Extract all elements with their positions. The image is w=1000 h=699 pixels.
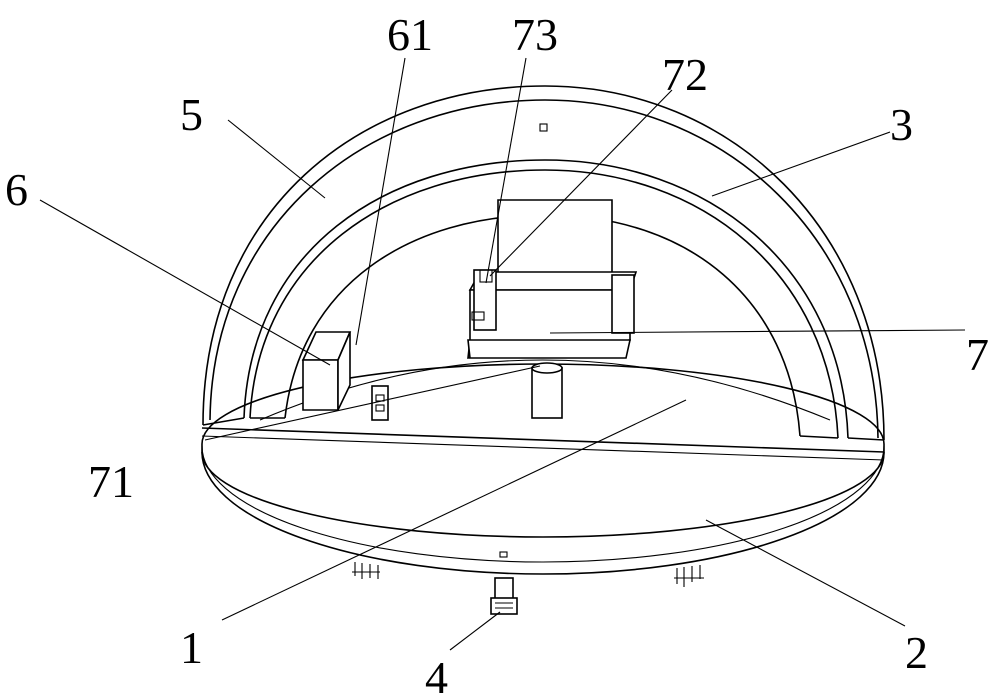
seat-7: [467, 199, 638, 359]
column: [531, 362, 563, 419]
support-feet: [352, 562, 704, 587]
label-7: 7: [966, 329, 989, 380]
label-73: 73: [512, 9, 558, 60]
label-5: 5: [180, 89, 203, 140]
dome-shell-5: [202, 85, 885, 441]
label-1: 1: [180, 622, 203, 673]
bottom-shaft-4: [490, 577, 518, 615]
label-2: 2: [905, 627, 928, 678]
label-72: 72: [662, 49, 708, 100]
box-6: [301, 331, 352, 411]
label-4: 4: [425, 652, 448, 699]
label-3: 3: [890, 99, 913, 150]
label-61: 61: [387, 9, 433, 60]
label-6: 6: [5, 164, 28, 215]
label-71: 71: [88, 456, 134, 507]
leader-lines: [39, 57, 966, 651]
